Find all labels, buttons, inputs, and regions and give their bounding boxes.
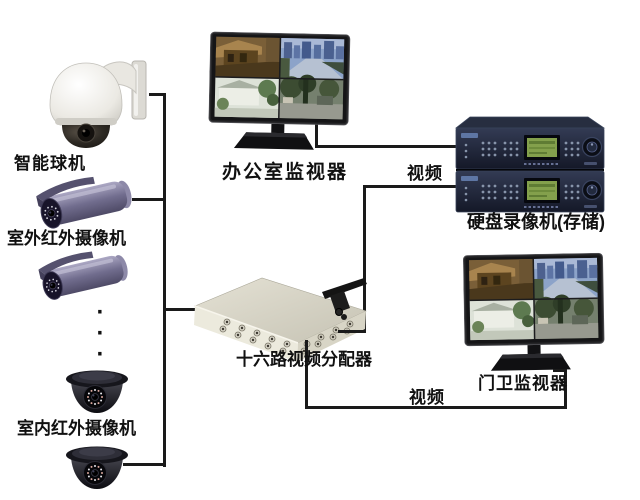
cable-splitter-to-dvr2-v: [363, 185, 366, 333]
bnc-bracket: [322, 278, 367, 320]
label-gate-monitor: 门卫监视器: [478, 374, 568, 393]
label-ptz-camera: 智能球机: [14, 154, 86, 173]
more-cameras-ellipsis: ···: [87, 299, 114, 362]
cable-bullet-stub: [132, 198, 166, 201]
office-monitor: [207, 31, 353, 162]
cable-gate-stub: [553, 369, 567, 372]
edge-label-video-bottom: 视频: [409, 388, 445, 407]
cable-splitter-right-stub: [338, 330, 366, 333]
label-indoor-camera: 室内红外摄像机: [17, 419, 136, 438]
label-outdoor-camera: 室外红外摄像机: [7, 229, 126, 248]
cable-splitter-to-dvr2-h: [363, 185, 457, 188]
outdoor-bullet-camera-1: [34, 167, 138, 238]
video-splitter-art: [194, 277, 367, 362]
video-splitter: [192, 272, 368, 369]
cable-camera-bus: [163, 93, 166, 467]
cable-bus-to-splitter: [166, 308, 200, 311]
dvr-stack-art: [454, 116, 606, 213]
cable-monitor-to-dvr1: [315, 145, 457, 148]
dome-camera-art: [65, 446, 129, 490]
ptz-dome-camera-art: [49, 60, 147, 148]
cable-splitter-to-gate-h: [305, 406, 567, 409]
label-office-monitor: 办公室监视器: [222, 162, 349, 183]
label-dvr: 硬盘录像机(存储): [467, 212, 605, 232]
cable-gate-riser: [564, 369, 567, 409]
ptz-dome-camera: [40, 53, 155, 162]
cable-ptz-stub: [149, 93, 166, 96]
outdoor-bullet-camera-2: [36, 243, 134, 309]
bullet-camera-art: [36, 243, 132, 302]
cable-monitor-drop: [315, 121, 318, 148]
indoor-dome-camera-2: [64, 444, 130, 500]
edge-label-video-top: 视频: [407, 164, 443, 183]
gate-monitor: [462, 252, 607, 382]
label-splitter: 十六路视频分配器: [236, 350, 372, 369]
dome-camera-art: [65, 370, 129, 414]
cable-dome-stub: [123, 463, 166, 466]
bullet-camera-art: [34, 167, 136, 231]
cable-splitter-drop: [305, 340, 308, 409]
dvr-stack: [452, 116, 608, 219]
gate-monitor-art: [462, 252, 605, 372]
office-monitor-art: [207, 31, 351, 151]
